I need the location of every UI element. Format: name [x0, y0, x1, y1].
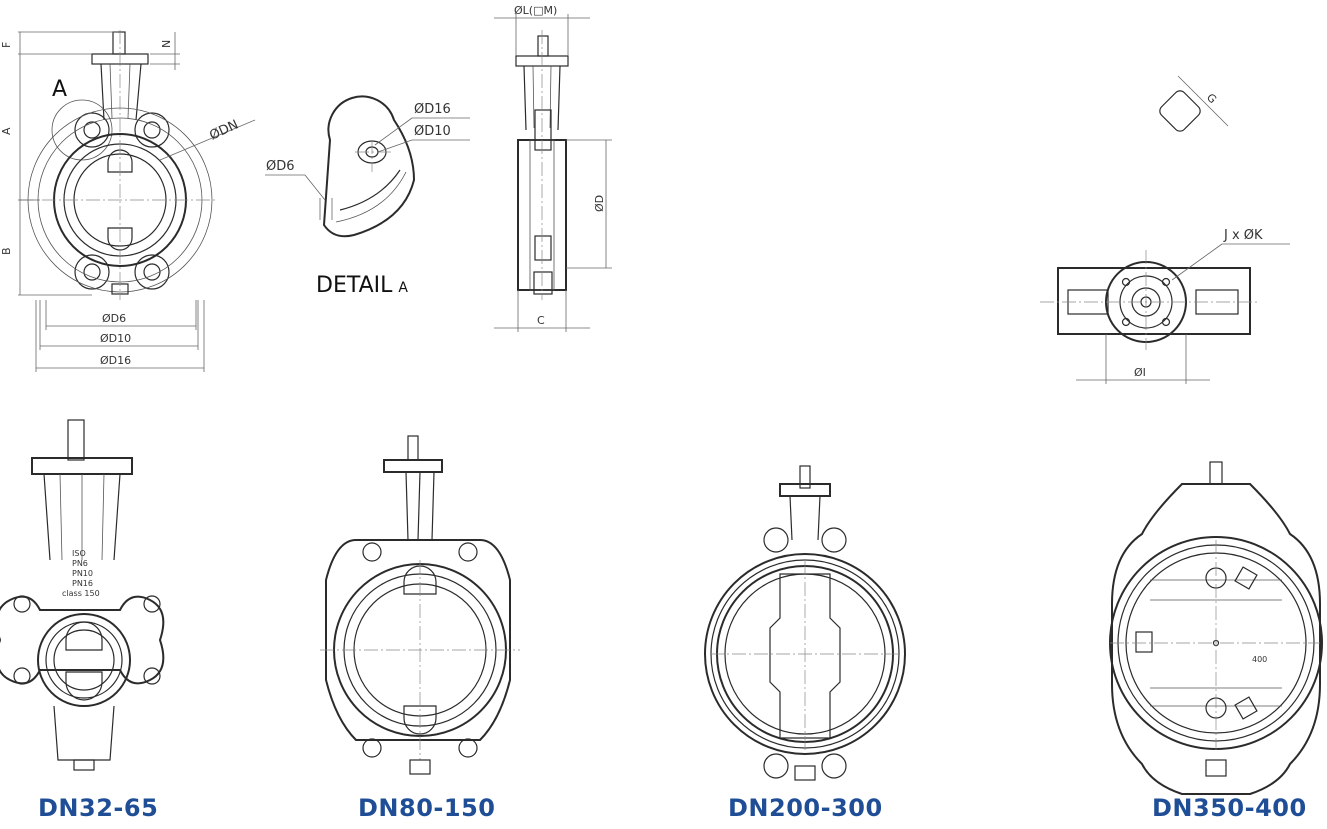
body-mark-2: PN6 [72, 559, 88, 568]
valve-dn200-300 [704, 465, 906, 781]
square-drive-view: G [1159, 75, 1229, 132]
dim-label-n: N [160, 40, 173, 48]
dim-label-b: B [0, 247, 13, 255]
detail-dim-d6: ØD6 [266, 159, 295, 174]
dim-label-dn: ØDN [207, 117, 241, 143]
dim-label-d10: ØD10 [100, 332, 131, 345]
dim-label-l: ØL(□M) [514, 4, 557, 17]
dim-label-a: A [0, 127, 13, 135]
dim-label-i: ØI [1134, 366, 1146, 379]
body-mark-1: ISO [72, 549, 86, 558]
dim-label-c: C [537, 314, 545, 327]
front-view-dimensioned: ØDN F A B N A ØD6 ØD10 ØD16 [0, 30, 256, 372]
body-mark-3: PN10 [72, 569, 93, 578]
caption-dn350-400: DN350-400 [1152, 794, 1307, 822]
body-mark-4: PN16 [72, 579, 93, 588]
caption-dn32-65: DN32-65 [38, 794, 159, 822]
dim-label-f: F [0, 42, 13, 48]
detail-dim-d10: ØD10 [414, 124, 451, 139]
dim-label-d16: ØD16 [100, 354, 131, 367]
caption-dn80-150: DN80-150 [358, 794, 496, 822]
dim-label-d: ØD [593, 195, 606, 212]
body-mark-5: class 150 [62, 589, 100, 598]
detail-dim-d16: ØD16 [414, 102, 451, 117]
dim-label-jk: J x ØK [1223, 228, 1263, 243]
valve-dn350-400: 400 [1109, 461, 1323, 795]
view-label-a: A [52, 77, 67, 102]
disc-marking: 400 [1252, 655, 1267, 664]
side-view: ØL(□M) ØD C [494, 4, 612, 332]
top-flange-view: J x ØK ØI [1040, 228, 1290, 384]
valve-dn80-150 [320, 435, 520, 775]
caption-dn200-300: DN200-300 [728, 794, 883, 822]
valve-dn32-65: ISO PN6 PN10 PN16 class 150 [0, 419, 165, 771]
dim-label-d6: ØD6 [102, 312, 126, 325]
